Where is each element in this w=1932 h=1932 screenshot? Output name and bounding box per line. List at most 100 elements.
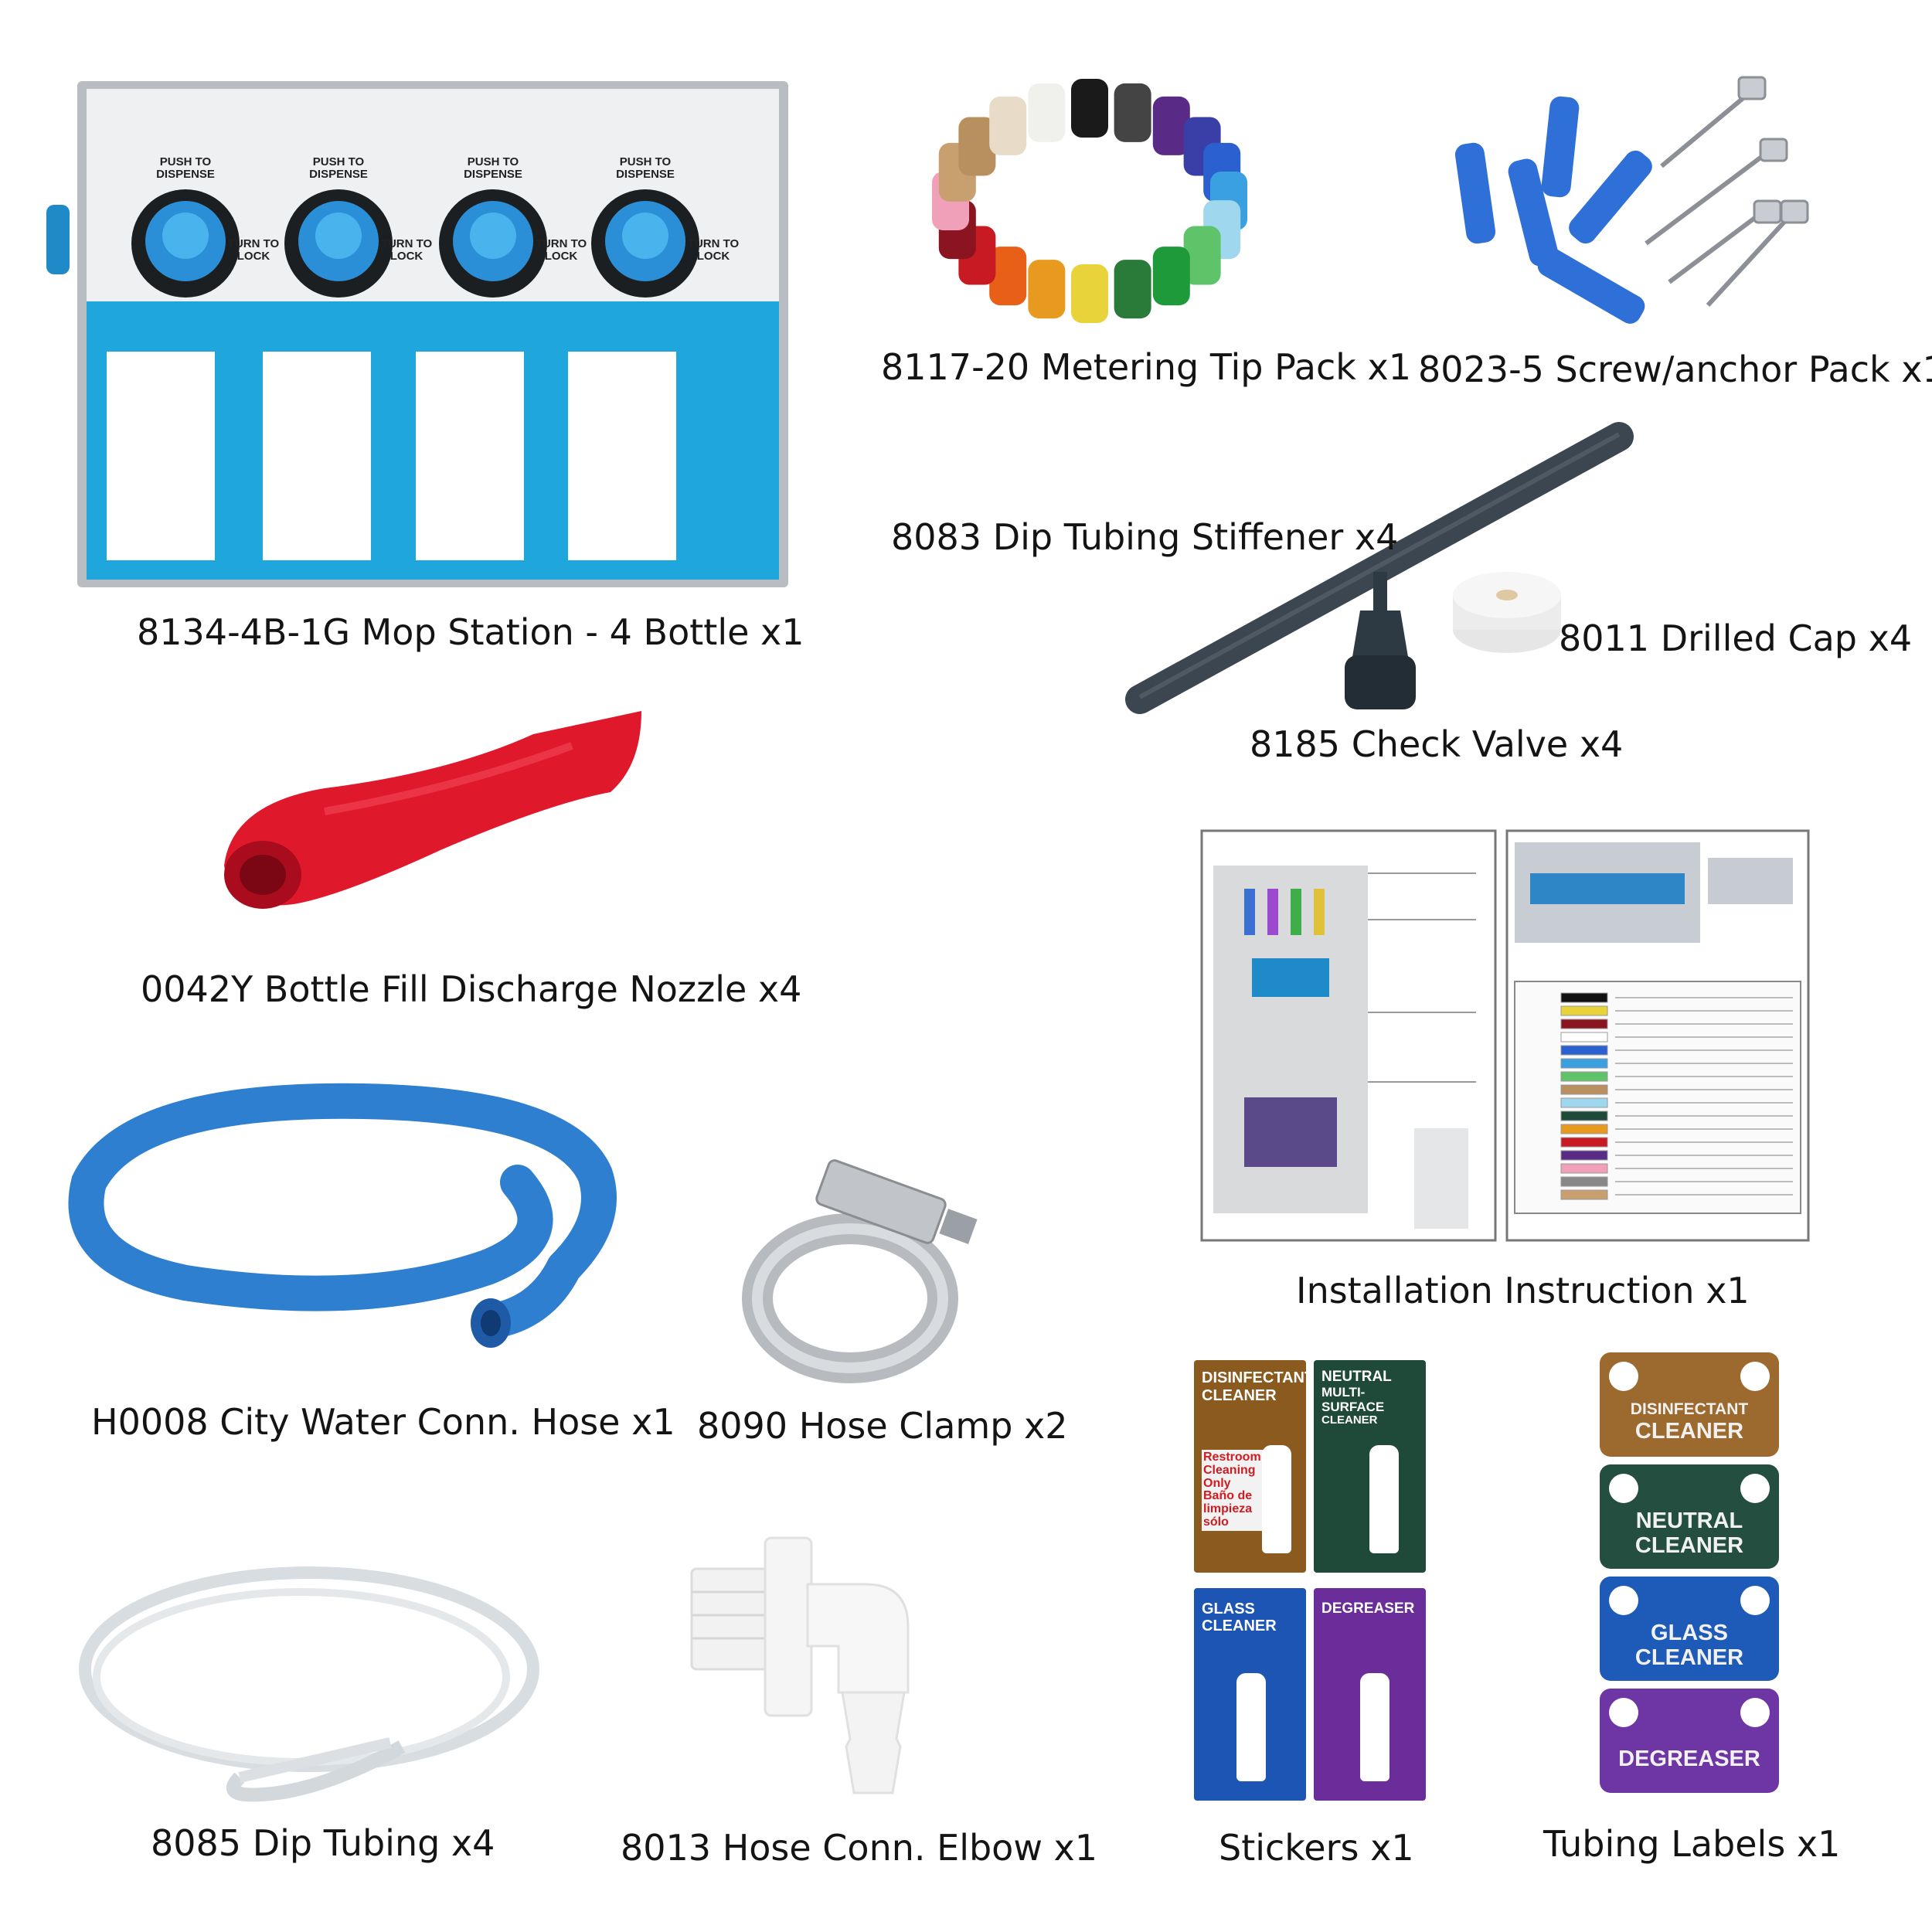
sticker-disinfectant-line2: CLEANER [1202, 1387, 1277, 1404]
caption-check-valve: 8185 Check Valve x4 [1250, 723, 1624, 765]
turn-line: TURN TO [535, 237, 587, 250]
tubing-label-neutral: NEUTRAL CLEANER [1600, 1464, 1779, 1569]
dispense-line: DISPENSE [616, 167, 675, 181]
caption-elbow: 8013 Hose Conn. Elbow x1 [621, 1827, 1098, 1869]
tip-color-swatch [1560, 1058, 1608, 1069]
label-windows [107, 352, 676, 560]
mop-station-image [46, 81, 788, 587]
hole-icon [1609, 1474, 1638, 1503]
caption-drilled-cap: 8011 Drilled Cap x4 [1559, 617, 1913, 659]
tubing-label-degreaser-line1: DEGREASER [1618, 1747, 1760, 1771]
tubing-label-disinfectant-line1: DISINFECTANT [1630, 1400, 1749, 1418]
spray-bottle-icon [1262, 1445, 1291, 1553]
screws [1645, 87, 1795, 308]
caption-hose-clamp: 8090 Hose Clamp x2 [697, 1405, 1068, 1447]
tip-color-swatch [1560, 1084, 1608, 1095]
lock-line: LOCK [696, 249, 730, 263]
lock-line: LOCK [236, 249, 270, 263]
tubing-label-degreaser: DEGREASER [1600, 1689, 1779, 1793]
metering-tip [1071, 79, 1108, 138]
tip-color-swatch [1560, 1150, 1608, 1161]
screw-anchor-image [1454, 76, 1809, 324]
tip-color-swatch [1560, 1045, 1608, 1056]
tubing-label-glass-line1: GLASS [1651, 1621, 1728, 1645]
caption-screw-anchor: 8023-5 Screw/anchor Pack x1 [1418, 349, 1932, 390]
tip-color-swatch [1560, 992, 1608, 1003]
tip-color-swatch [1560, 1176, 1608, 1187]
tip-color-swatch [1560, 1163, 1608, 1174]
sticker-disinfectant: DISINFECTANT CLEANER Restroom Cleaning O… [1194, 1360, 1315, 1573]
tip-color-swatch [1560, 1019, 1608, 1029]
sticker-glass-line2: CLEANER [1202, 1617, 1277, 1634]
metering-tip [958, 117, 996, 176]
tip-color-swatch [1560, 1124, 1608, 1134]
note-line: limpieza sólo [1203, 1502, 1253, 1529]
sticker-disinfectant-line1: DISINFECTANT [1202, 1369, 1315, 1386]
dispense-line: DISPENSE [464, 167, 522, 181]
caption-city-hose: H0008 City Water Conn. Hose x1 [91, 1401, 675, 1443]
tubing-labels-group: DISINFECTANT CLEANER NEUTRAL CLEANER GLA… [1596, 1349, 1785, 1804]
hose-elbow-image [690, 1536, 910, 1794]
tubing-label-glass: GLASS CLEANER [1600, 1577, 1779, 1681]
lock-line: LOCK [544, 249, 578, 263]
tip-color-swatch [1560, 1005, 1608, 1016]
lock-line: LOCK [389, 249, 423, 263]
hole-icon [1609, 1586, 1638, 1615]
tip-color-swatch [1560, 1097, 1608, 1108]
metering-tip [1071, 264, 1108, 323]
dispense-line: DISPENSE [309, 167, 368, 181]
spray-bottle-icon [1369, 1445, 1399, 1553]
push-line: PUSH TO [312, 155, 365, 168]
sticker-disinfectant-note: Restroom Cleaning Only Baño de limpieza … [1202, 1450, 1267, 1531]
city-hose-image [68, 1083, 617, 1348]
hose-clamp-image [742, 1159, 978, 1383]
caption-nozzle: 0042Y Bottle Fill Discharge Nozzle x4 [141, 968, 802, 1010]
tip-color-swatch [1560, 1189, 1608, 1200]
stickers-group: DISINFECTANT CLEANER Restroom Cleaning O… [1190, 1356, 1445, 1804]
caption-stiffener: 8083 Dip Tubing Stiffener x4 [891, 516, 1399, 558]
caption-metering-tips: 8117-20 Metering Tip Pack x1 [881, 346, 1412, 388]
nozzle-image [224, 711, 641, 909]
instruction-page-2 [1514, 842, 1801, 1214]
caption-dip-tubing: 8085 Dip Tubing x4 [151, 1822, 495, 1864]
sticker-glass-line1: GLASS [1202, 1600, 1255, 1617]
tip-color-swatch [1560, 1032, 1608, 1043]
hole-icon [1740, 1698, 1770, 1727]
sticker-glass: GLASS CLEANER [1194, 1588, 1306, 1801]
tubing-label-neutral-line1: NEUTRAL [1635, 1509, 1743, 1533]
tubing-label-disinfectant: DISINFECTANT CLEANER [1600, 1352, 1779, 1457]
tubing-label-disinfectant-line2: CLEANER [1634, 1419, 1744, 1444]
knob-highlight [162, 213, 209, 259]
hole-icon [1740, 1362, 1770, 1391]
instruction-page-1 [1213, 866, 1476, 1229]
metering-tips-image [932, 79, 1247, 323]
caption-mop-station: 8134-4B-1G Mop Station - 4 Bottle x1 [137, 611, 804, 653]
caption-stickers: Stickers x1 [1219, 1827, 1414, 1869]
sticker-neutral-line1: NEUTRAL [1321, 1369, 1392, 1385]
note-line: Restroom [1203, 1451, 1261, 1464]
knob-highlight [470, 213, 516, 259]
tubing-label-neutral-line2: CLEANER [1634, 1532, 1744, 1558]
instruction-sheets-image [1200, 829, 1810, 1242]
stiffener-assembly-image [1125, 422, 1634, 714]
metering-tip [989, 96, 1027, 155]
push-line: PUSH TO [467, 155, 519, 168]
knob-highlight [622, 213, 668, 259]
sticker-degreaser-line1: DEGREASER [1321, 1600, 1415, 1617]
note-line: Baño de [1203, 1489, 1253, 1503]
spray-bottle-icon [1360, 1673, 1389, 1781]
tubing-label-glass-line2: CLEANER [1634, 1645, 1744, 1670]
metering-tip [1114, 83, 1151, 142]
tip-color-swatch [1560, 1071, 1608, 1082]
metering-tip [1114, 260, 1151, 319]
hole-icon [1609, 1362, 1638, 1391]
metering-tip [1183, 226, 1221, 285]
metering-tip [1152, 96, 1190, 155]
